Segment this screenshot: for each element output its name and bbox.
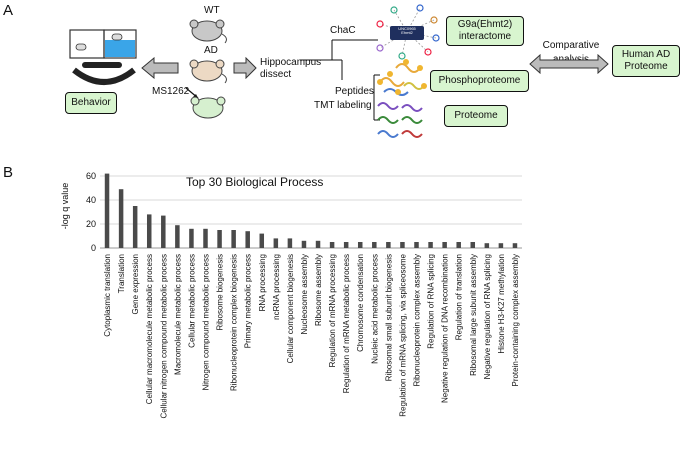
bar (287, 238, 293, 248)
chart-ylabel: -log q value (60, 183, 70, 230)
y-tick-label: 20 (86, 219, 96, 229)
chart-yticks: 0 20 40 60 (86, 171, 96, 253)
bar (357, 242, 363, 248)
treated-mouse-icon (185, 87, 226, 119)
x-tick-label: RNA processing (258, 254, 267, 311)
x-tick-label: Chromosome condensation (356, 254, 365, 352)
chac-label: ChaC (330, 25, 356, 36)
arrow-right-icon (233, 57, 257, 79)
double-arrow-icon (529, 54, 609, 74)
x-tick-label: Cellular nitrogen compound metabolic pro… (159, 254, 168, 419)
bar (273, 238, 279, 248)
bar (372, 242, 377, 248)
x-tick-label: Cellular metabolic process (187, 254, 196, 348)
x-tick-label: Ribonucleoprotein complex assembly (413, 254, 422, 387)
bar (484, 243, 490, 248)
x-tick-label: Regulation of mRNA metabolic process (342, 254, 351, 393)
x-tick-label: Ribosomal large subunit assembly (469, 254, 478, 376)
x-tick-label: Cytoplasmic translation (103, 254, 112, 337)
bar (104, 173, 110, 248)
chart-bars (104, 173, 518, 248)
x-tick-label: Negative regulation of DNA recombination (441, 254, 450, 403)
chart-grid (100, 175, 522, 249)
x-tick-label: Gene expression (131, 254, 140, 314)
x-tick-label: Regulation of RNA splicing (427, 254, 436, 349)
x-tick-label: Ribosome assembly (314, 254, 323, 326)
interactome-network-icon (376, 4, 440, 60)
x-tick-label: Primary metabolic process (244, 254, 253, 348)
interactome-box: G9a(Ehmt2) interactome (446, 16, 524, 46)
bar (175, 225, 180, 248)
x-tick-label: Regulation of mRNA processing (328, 254, 337, 367)
bar (428, 242, 433, 248)
x-tick-label: Regulation of translation (455, 254, 464, 340)
behavior-box: Behavior (65, 92, 117, 114)
phosphoproteome-box: Phosphoproteome (430, 70, 529, 92)
dissect-label: Hippocampus dissect (260, 57, 322, 80)
ms1262-label: MS1262 (152, 86, 190, 97)
bar (512, 243, 518, 248)
bar (217, 230, 222, 248)
ad-label: AD (204, 45, 218, 56)
bar (245, 231, 250, 248)
x-tick-label: Nitrogen compound metabolic process (202, 254, 211, 391)
x-tick-label: Translation (117, 254, 126, 293)
bar (301, 240, 307, 248)
comparative-label: Comparative analysis (542, 40, 600, 65)
bar (132, 206, 138, 248)
ad-mouse-icon (189, 59, 227, 84)
x-tick-label: Regulation of mRNA splicing, via spliceo… (398, 253, 407, 416)
proteome-box: Proteome (444, 105, 508, 127)
x-tick-label: Nucleosome assembly (300, 254, 309, 334)
y-tick-label: 60 (86, 171, 96, 181)
bar (161, 215, 166, 248)
arrow-left-icon (141, 57, 179, 79)
wt-label: WT (204, 5, 220, 16)
wt-mouse-icon (189, 19, 227, 44)
bar (329, 242, 335, 248)
peptides-icon (377, 102, 423, 138)
peptides-label: Peptides (335, 86, 374, 97)
bar (470, 242, 476, 248)
x-tick-label: Protein-containing complex assembly (511, 254, 520, 387)
x-tick-label: Nucleic acid metabolic process (370, 254, 379, 364)
bar (400, 242, 405, 248)
probe-label: UNC0965 Ehmt2 (398, 26, 416, 36)
bar-chart: 0 20 40 60 Cytoplasmic translation Translati… (60, 171, 522, 419)
phosphopeptides-icon (377, 59, 427, 96)
bar (315, 240, 321, 248)
bar (442, 242, 447, 248)
bar (146, 214, 152, 248)
bar (203, 228, 208, 248)
chart-xticks: Cytoplasmic translation Translation Gene e… (103, 253, 520, 418)
x-tick-label: Cellular component biogenesis (286, 254, 295, 363)
x-tick-label: Negative regulation of RNA splicing (483, 254, 492, 379)
bar (259, 233, 265, 248)
bar (118, 189, 124, 248)
human-ad-box: Human AD Proteome (612, 45, 680, 77)
x-tick-label: ncRNA processing (272, 254, 281, 320)
y-tick-label: 0 (91, 243, 96, 253)
bar (456, 242, 461, 248)
x-tick-label: Ribosomal small subunit biogenesis (384, 254, 393, 381)
bar (189, 228, 194, 248)
bar (498, 243, 504, 248)
tmt-label: TMT labeling (314, 100, 372, 111)
chart-title: Top 30 Biological Process (186, 175, 323, 189)
x-tick-label: Cellular macromolecule metabolic process (145, 254, 154, 404)
bar (414, 242, 419, 248)
x-tick-label: Ribonucleoprotein complex biogenesis (230, 254, 239, 391)
bar (231, 230, 236, 248)
panel-a-label: A (3, 2, 14, 19)
bar (386, 242, 391, 248)
x-tick-label: Ribosome biogenesis (216, 254, 225, 331)
panel-b-label: B (3, 164, 14, 181)
y-tick-label: 40 (86, 195, 96, 205)
behavior-apparatus-icon (69, 29, 137, 85)
x-tick-label: Histone H3-K27 methylation (497, 254, 506, 354)
x-tick-label: Macromolecule metabolic process (173, 254, 182, 375)
branch-connector (300, 39, 380, 121)
bar (343, 242, 349, 248)
